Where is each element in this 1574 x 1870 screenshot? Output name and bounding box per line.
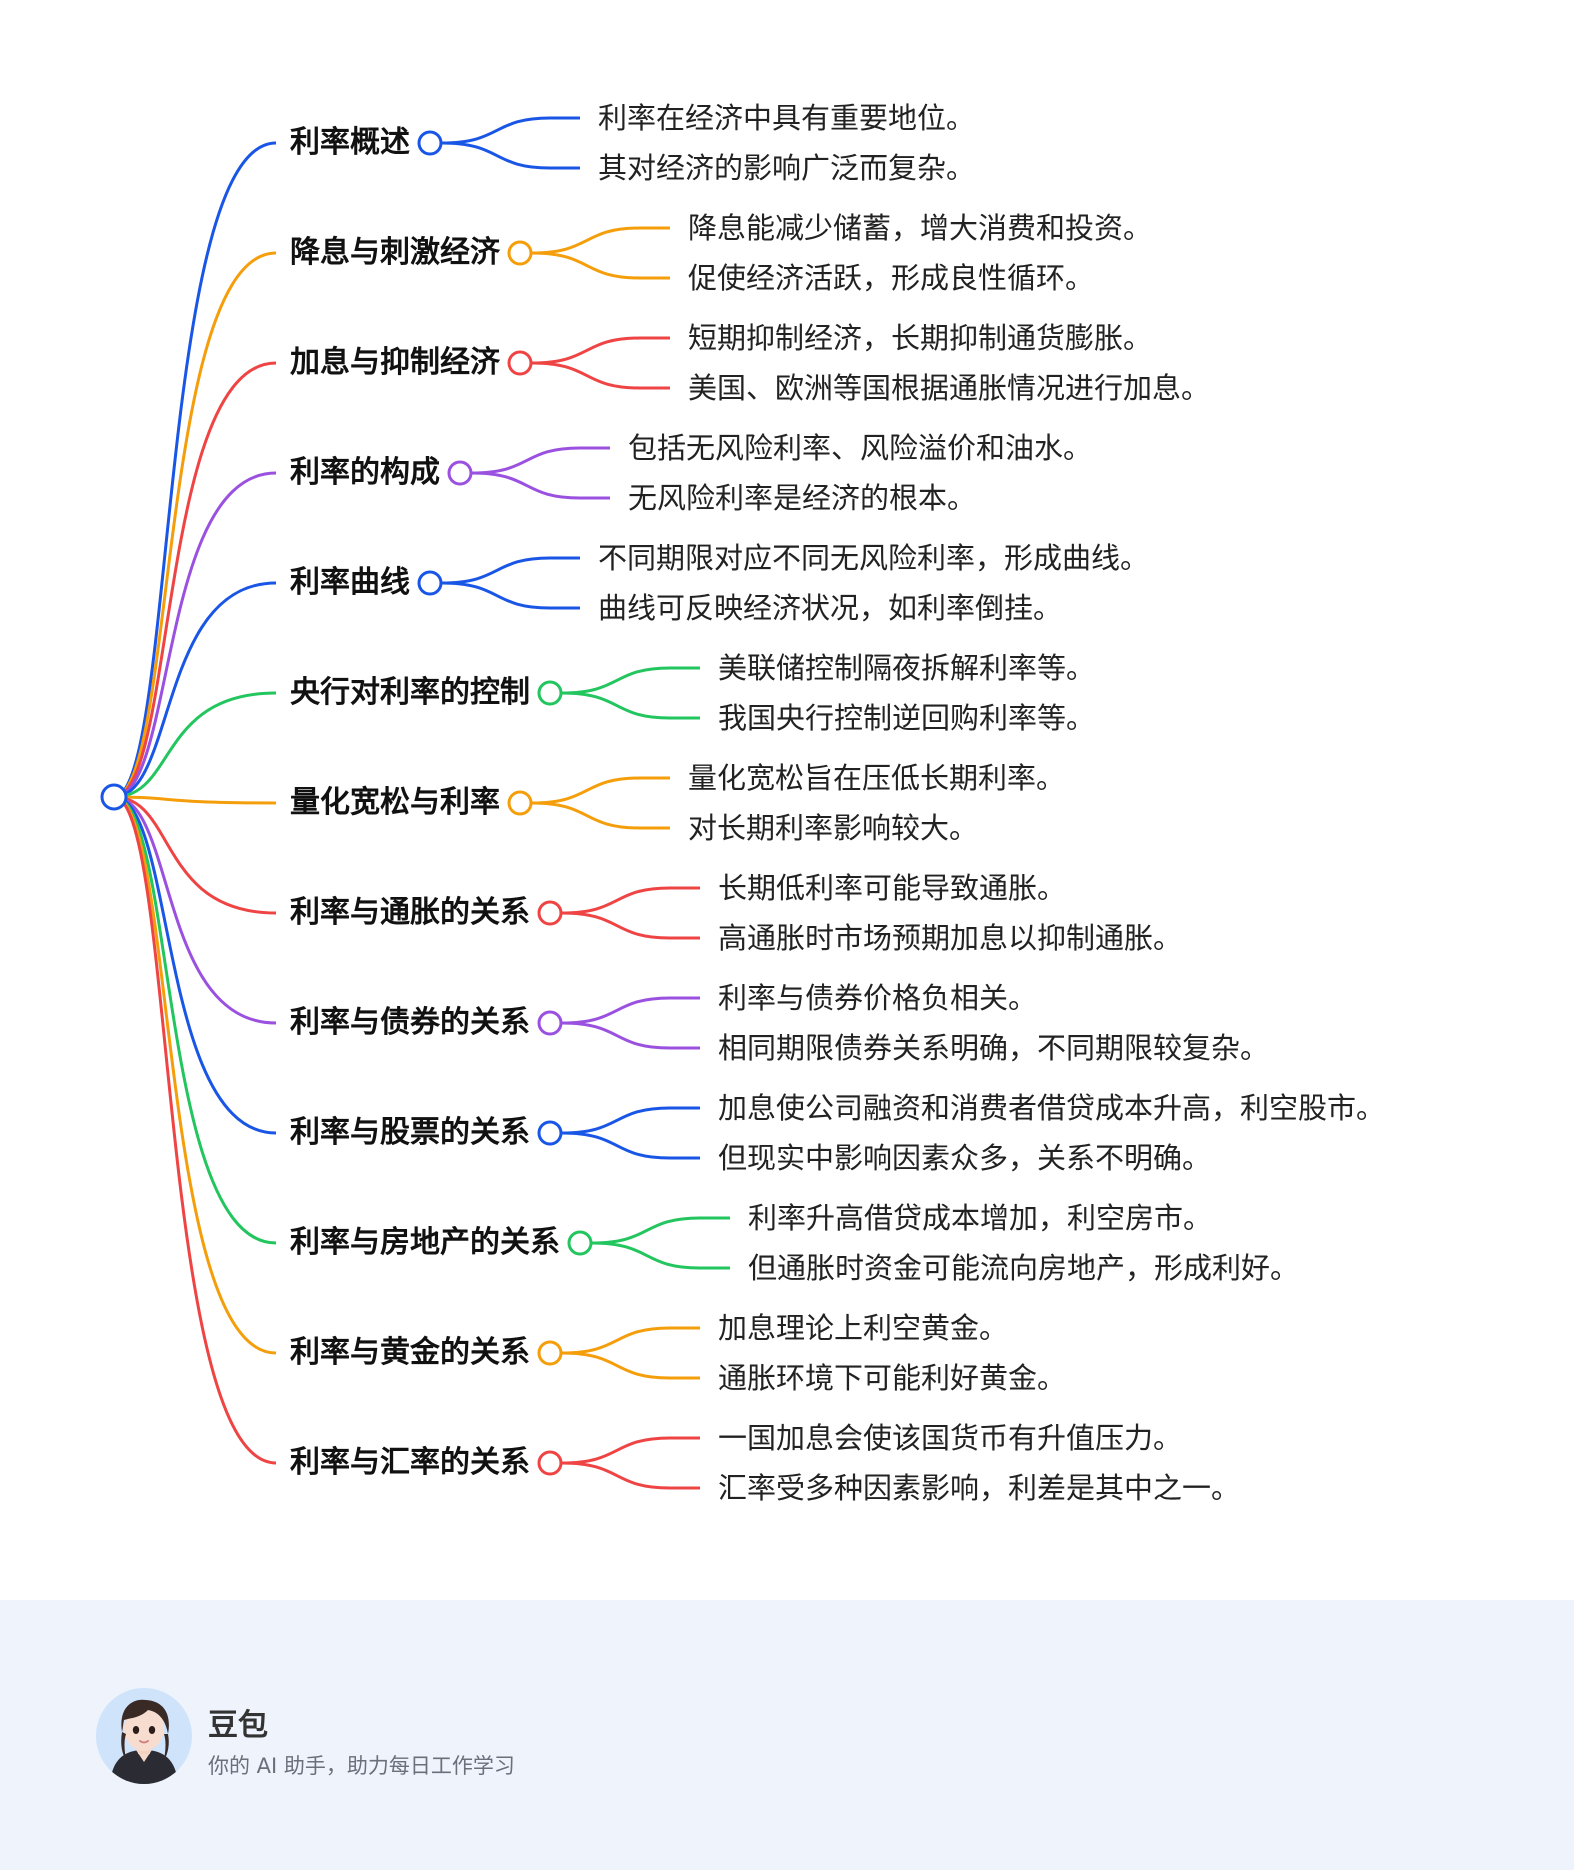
root-connector — [113, 795, 277, 805]
leaf-connector — [591, 1241, 730, 1270]
branch-node[interactable] — [417, 570, 443, 596]
leaf-connector — [471, 446, 610, 475]
branch-label[interactable]: 量化宽松与利率 — [290, 785, 500, 820]
branch-label[interactable]: 利率的构成 — [290, 455, 440, 490]
leaf-text[interactable]: 我国央行控制逆回购利率等。 — [717, 701, 1095, 735]
branch-label[interactable]: 利率与黄金的关系 — [290, 1335, 530, 1370]
leaf-connector — [441, 116, 580, 145]
branch-label[interactable]: 加息与抑制经济 — [290, 345, 500, 380]
leaf-connector — [561, 1326, 700, 1355]
leaf-connector — [561, 1131, 700, 1160]
leaf-text[interactable]: 美国、欧洲等国根据通胀情况进行加息。 — [687, 371, 1210, 405]
leaf-text[interactable]: 高通胀时市场预期加息以抑制通胀。 — [717, 921, 1182, 955]
leaf-text[interactable]: 不同期限对应不同无风险利率，形成曲线。 — [597, 541, 1149, 575]
leaf-connector — [591, 1216, 730, 1245]
leaf-connector — [441, 581, 580, 610]
leaf-connector — [531, 336, 670, 365]
leaf-connector — [561, 1351, 700, 1380]
leaf-connector — [531, 776, 670, 805]
mindmap-connectors — [100, 116, 730, 1490]
branch-label[interactable]: 利率与股票的关系 — [290, 1115, 530, 1150]
root-connector — [113, 251, 277, 799]
leaf-connector — [561, 691, 700, 720]
branch-label[interactable]: 利率曲线 — [290, 565, 410, 600]
root-node[interactable] — [100, 783, 128, 811]
root-connector — [113, 795, 277, 1025]
branch-label[interactable]: 利率与债券的关系 — [290, 1005, 530, 1040]
leaf-connector — [561, 1436, 700, 1465]
branch-label[interactable]: 央行对利率的控制 — [290, 675, 530, 710]
leaf-text[interactable]: 长期低利率可能导致通胀。 — [717, 871, 1066, 905]
branch-node[interactable] — [537, 1120, 563, 1146]
leaf-connector — [471, 471, 610, 500]
leaf-connector — [441, 556, 580, 585]
branch-node[interactable] — [537, 1450, 563, 1476]
root-connector — [113, 795, 277, 1135]
leaf-text[interactable]: 加息使公司融资和消费者借贷成本升高，利空股市。 — [717, 1091, 1385, 1125]
leaf-connector — [561, 1461, 700, 1490]
leaf-text[interactable]: 利率与债券价格负相关。 — [717, 981, 1037, 1015]
branch-node[interactable] — [537, 900, 563, 926]
leaf-connector — [561, 911, 700, 940]
leaf-connector — [561, 1021, 700, 1050]
leaf-text[interactable]: 加息理论上利空黄金。 — [717, 1311, 1008, 1345]
branch-label[interactable]: 利率与房地产的关系 — [290, 1225, 560, 1260]
branch-node[interactable] — [537, 680, 563, 706]
branch-node[interactable] — [507, 240, 533, 266]
root-connector — [113, 795, 277, 1245]
avatar-image — [96, 1688, 192, 1784]
branch-node[interactable] — [447, 460, 473, 486]
leaf-text[interactable]: 美联储控制隔夜拆解利率等。 — [717, 651, 1095, 685]
leaf-text[interactable]: 但通胀时资金可能流向房地产，形成利好。 — [747, 1251, 1299, 1285]
root-connector — [113, 795, 277, 915]
footer: 豆包 你的 AI 助手，助力每日工作学习 — [0, 1600, 1574, 1870]
avatar — [96, 1688, 192, 1784]
branch-label[interactable]: 降息与刺激经济 — [290, 235, 500, 270]
root-connector — [113, 581, 277, 799]
leaf-text[interactable]: 通胀环境下可能利好黄金。 — [717, 1361, 1066, 1395]
leaf-text[interactable]: 利率在经济中具有重要地位。 — [597, 101, 975, 135]
mindmap: 利率概述 利率在经济中具有重要地位。其对经济的影响广泛而复杂。降息与刺激经济 降息能… — [100, 101, 1385, 1505]
root-connector — [113, 795, 277, 1355]
leaf-text[interactable]: 降息能减少储蓄，增大消费和投资。 — [687, 211, 1152, 245]
root-connector — [113, 795, 277, 1465]
branch-label[interactable]: 利率与通胀的关系 — [290, 895, 530, 930]
leaf-connector — [441, 141, 580, 170]
branch-node[interactable] — [537, 1340, 563, 1366]
branch-node[interactable] — [417, 130, 443, 156]
leaf-text[interactable]: 促使经济活跃，形成良性循环。 — [687, 261, 1094, 295]
root-connector — [113, 141, 277, 799]
leaf-connector — [561, 996, 700, 1025]
branch-label[interactable]: 利率与汇率的关系 — [290, 1445, 530, 1480]
brand-tagline: 你的 AI 助手，助力每日工作学习 — [208, 1754, 515, 1778]
branch-node[interactable] — [507, 350, 533, 376]
branch-node[interactable] — [507, 790, 533, 816]
leaf-text[interactable]: 无风险利率是经济的根本。 — [627, 481, 976, 515]
root-connector — [113, 691, 277, 799]
leaf-text[interactable]: 包括无风险利率、风险溢价和油水。 — [627, 431, 1092, 465]
root-connector — [113, 361, 277, 799]
branch-node[interactable] — [567, 1230, 593, 1256]
leaf-text[interactable]: 相同期限债券关系明确，不同期限较复杂。 — [717, 1031, 1269, 1065]
leaf-text[interactable]: 短期抑制经济，长期抑制通货膨胀。 — [687, 321, 1152, 355]
leaf-text[interactable]: 曲线可反映经济状况，如利率倒挂。 — [597, 591, 1062, 625]
leaf-connector — [531, 251, 670, 280]
brand-name: 豆包 — [208, 1708, 268, 1743]
leaf-connector — [531, 361, 670, 390]
leaf-text[interactable]: 对长期利率影响较大。 — [687, 811, 978, 845]
leaf-text[interactable]: 但现实中影响因素众多，关系不明确。 — [717, 1141, 1211, 1175]
leaf-connector — [561, 886, 700, 915]
leaf-connector — [531, 801, 670, 830]
branch-label[interactable]: 利率概述 — [290, 125, 410, 160]
leaf-connector — [531, 226, 670, 255]
leaf-text[interactable]: 其对经济的影响广泛而复杂。 — [597, 151, 975, 185]
leaf-text[interactable]: 一国加息会使该国货币有升值压力。 — [717, 1421, 1182, 1455]
leaf-connector — [561, 666, 700, 695]
branch-node[interactable] — [537, 1010, 563, 1036]
leaf-text[interactable]: 量化宽松旨在压低长期利率。 — [687, 761, 1065, 795]
leaf-text[interactable]: 利率升高借贷成本增加，利空房市。 — [747, 1201, 1212, 1235]
root-connector — [113, 471, 277, 799]
leaf-text[interactable]: 汇率受多种因素影响，利差是其中之一。 — [717, 1471, 1240, 1505]
leaf-connector — [561, 1106, 700, 1135]
